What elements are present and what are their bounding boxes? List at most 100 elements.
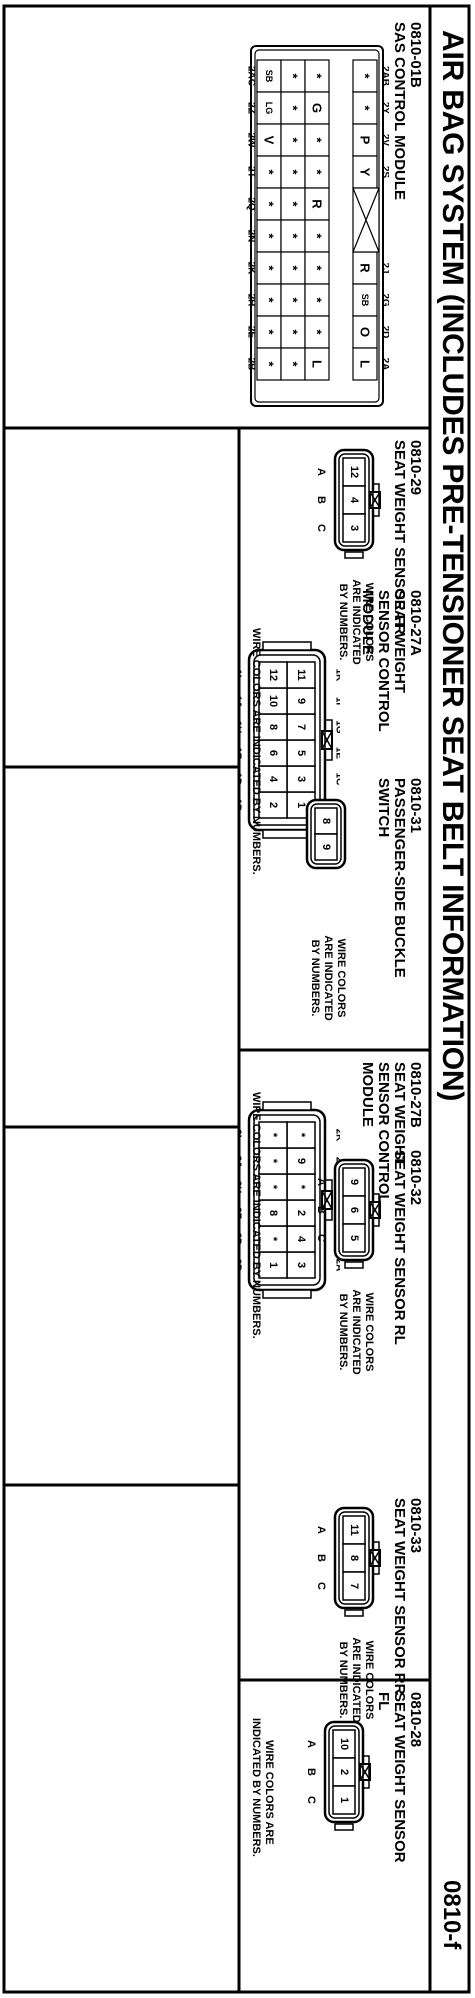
wire-note: BY NUMBERS. [337,1294,349,1371]
lock-tab [372,1193,380,1227]
key-rail [334,1823,354,1831]
pin-label: 2AB [380,66,390,86]
pin-value: * [262,169,277,175]
pin-label: 1F [240,747,243,759]
pin-number: 7 [295,724,307,730]
pin-number: 9 [295,698,307,704]
pin-value: * [262,233,277,239]
pin-label: 2G [380,293,390,307]
pin-value: * [358,73,373,79]
pin-value: LG [264,102,274,115]
lock-tab [324,1179,333,1221]
pin-number: 1 [267,1262,279,1268]
pin-number: 5 [295,750,307,756]
pin-number: 11 [348,1524,360,1536]
pin-label: 1G [334,720,341,734]
pin-number: 3 [295,1262,307,1268]
pin-number: 9 [320,844,332,850]
pin-number: * [267,1237,279,1242]
wire-note: BY NUMBERS. [337,584,349,661]
pin-label: 2Z [246,102,257,114]
pin-value: * [286,105,301,111]
pin-label: 2L [240,1129,243,1141]
pin-label: 1H [240,721,243,734]
pin-cell [342,513,366,543]
pin-value: L [358,360,373,368]
c31-name-2: SWITCH [375,778,392,838]
pin-letter: B [315,1206,327,1214]
pin-value: * [310,297,325,303]
wire-note: ARE INDICATED [350,1637,362,1722]
pin-number: 6 [348,1207,360,1213]
pin-label: 1K [334,669,341,683]
connector-inner-outline [253,1114,321,1286]
pin-value: * [310,265,325,271]
key-rail [262,1101,312,1111]
pin-number: 8 [267,1210,279,1216]
pin-label: 2F [240,1207,243,1219]
lock-tab [362,1755,370,1789]
pin-number: 1 [295,802,307,808]
pin-value: * [286,201,301,207]
pin-value: * [286,137,301,143]
connector-inner-outline [310,803,342,865]
pin-letter: A [315,1178,327,1186]
pin-letter: B [305,1768,317,1776]
pin-value: * [310,169,325,175]
key-rail [344,1261,364,1269]
pin-value: * [358,105,373,111]
pin-number: * [295,1133,307,1138]
c01b-name: SAS CONTROL MODULE [391,22,408,201]
pin-cell [342,1571,366,1601]
pin-cell [314,833,338,861]
pin-label: 2Y [380,102,390,115]
wire-note: BY NUMBERS. [309,940,321,1017]
pin-number: 4 [295,1236,307,1243]
pin-label: 2S [380,166,390,179]
page-title: AIR BAG SYSTEM (INCLUDES PRE-TENSIONER S… [436,30,469,1102]
pin-label: 2J [380,262,390,273]
lock-cross-icon [321,730,333,750]
pin-value: * [286,73,301,79]
c27a-name-1: SEAT WEIGHT [391,590,408,694]
pin-label: 2Q [246,197,257,211]
pin-number: * [267,1133,279,1138]
pin-value: R [310,199,325,209]
pin-value: * [262,265,277,271]
pin-value: * [286,297,301,303]
pin-number: 9 [295,1158,307,1164]
c27a-connector-face: 121A1B341C1D561E1F781G1H9101I1J11121K1L [240,641,341,839]
pin-number: 3 [348,525,360,531]
pin-label: 2E [246,326,257,339]
pin-cell [342,1223,366,1253]
pin-value: * [262,297,277,303]
pin-value: G [310,103,325,113]
c27b-name-3: MODULE [359,1062,376,1127]
pin-label: 2W [246,133,257,149]
pin-letter: B [315,1554,327,1562]
pin-number: 7 [348,1583,360,1589]
pin-label: 2V [380,134,390,147]
c01b-code: 0810-01B [407,22,424,88]
pin-label: 1B [240,799,243,812]
pin-cell [352,347,378,381]
pin-letter: A [315,468,327,476]
pin-number: 2 [295,1210,307,1216]
key-rail [344,1609,364,1617]
pin-value: V [262,136,277,145]
pin-number: 4 [267,776,279,783]
pin-label: 1J [240,695,243,706]
wire-note: WIRE COLORS [363,583,375,662]
lock-tab [372,1541,380,1575]
pin-value: * [262,201,277,207]
lock-tab [324,719,333,761]
pin-number: 12 [348,466,360,478]
pin-value: * [286,169,301,175]
pin-label: 2H [246,294,257,307]
pin-number: 3 [295,776,307,782]
